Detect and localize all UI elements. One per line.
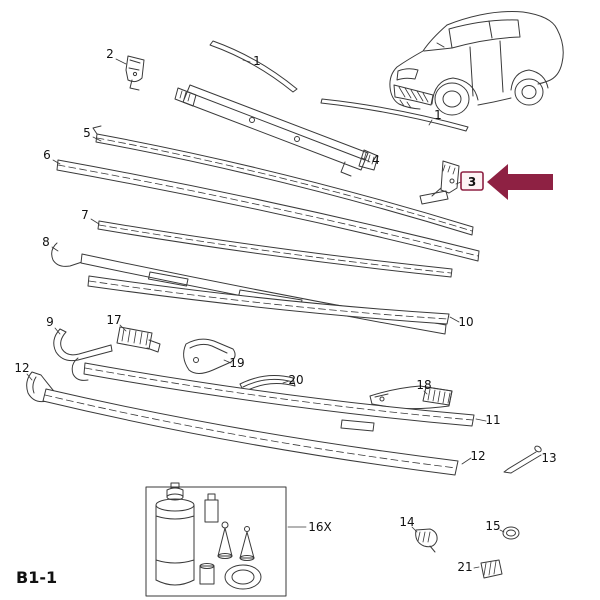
part-6-strip — [56, 159, 480, 262]
part-label-20: 20 — [288, 373, 303, 387]
part-label-9: 9 — [46, 315, 54, 329]
part-label-15: 15 — [485, 519, 500, 533]
part-12-band — [42, 388, 459, 476]
part-label-6: 6 — [43, 148, 51, 162]
vehicle-sketch — [389, 11, 564, 116]
highlight-arrow-icon — [487, 164, 553, 200]
part-5-strip — [92, 125, 474, 236]
part-label-5: 5 — [83, 126, 91, 140]
part-label-1a: 1 — [253, 54, 261, 68]
part-label-11: 11 — [485, 413, 500, 427]
part-10-strip — [87, 275, 450, 325]
part-label-3-highlighted: 3 — [468, 175, 476, 189]
part-label-19: 19 — [229, 356, 244, 370]
part-label-12a: 12 — [14, 361, 29, 375]
highlight-box — [460, 171, 484, 191]
part-11-band — [71, 357, 475, 432]
part-label-8: 8 — [42, 235, 50, 249]
part-9-corner-piece — [53, 328, 113, 362]
part-label-17: 17 — [106, 313, 121, 327]
part-label-7: 7 — [81, 208, 89, 222]
part-21-clip — [480, 559, 503, 579]
part-labels: 2 1 1 4 5 6 7 8 9 10 17 19 20 18 11 12 1… — [14, 47, 556, 574]
part-17-bracket — [116, 326, 161, 353]
part-14-clip — [415, 528, 438, 553]
part-label-18: 18 — [416, 378, 431, 392]
leader-lines — [26, 58, 505, 569]
part-label-13: 13 — [541, 451, 556, 465]
part-19-plate — [183, 338, 236, 374]
part-label-16x: 16X — [308, 520, 332, 534]
part-label-10: 10 — [458, 315, 473, 329]
part-18-bracket — [369, 385, 453, 410]
part-1-strip-lower — [320, 98, 469, 132]
part-label-4: 4 — [372, 153, 380, 167]
part-label-2: 2 — [106, 47, 114, 61]
part-16-kit-box — [145, 482, 287, 597]
part-7-strip — [97, 220, 453, 278]
part-label-14: 14 — [399, 515, 414, 529]
part-15-ring — [502, 526, 520, 540]
part-13-rivet — [503, 445, 542, 474]
highlight-annotation: 3 — [460, 164, 553, 200]
part-label-1b: 1 — [434, 108, 442, 122]
part-3-bracket — [419, 160, 460, 205]
figure-code: B1-1 — [16, 568, 57, 587]
part-label-21: 21 — [457, 560, 472, 574]
part-label-12b: 12 — [470, 449, 485, 463]
part-2-bracket — [125, 55, 145, 91]
part-1-strip-upper — [209, 40, 298, 93]
